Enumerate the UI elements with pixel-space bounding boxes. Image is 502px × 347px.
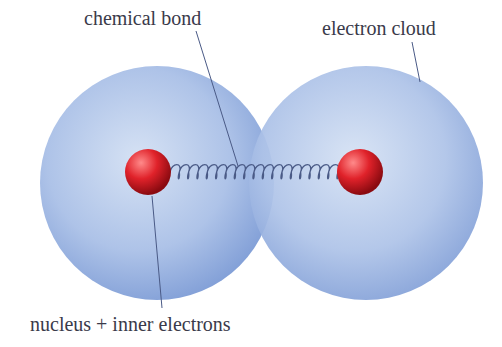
bond-label: chemical bond [84,8,201,28]
bond-spring [170,165,339,179]
nucleus [337,149,383,195]
nucleus-label: nucleus + inner electrons [30,314,231,334]
leader-line [152,196,162,308]
nucleus [125,149,171,195]
electron-cloud [249,66,483,300]
electron-cloud [40,66,274,300]
leader-line [196,31,238,166]
cloud-label: electron cloud [322,18,436,38]
leader-line [412,42,420,82]
